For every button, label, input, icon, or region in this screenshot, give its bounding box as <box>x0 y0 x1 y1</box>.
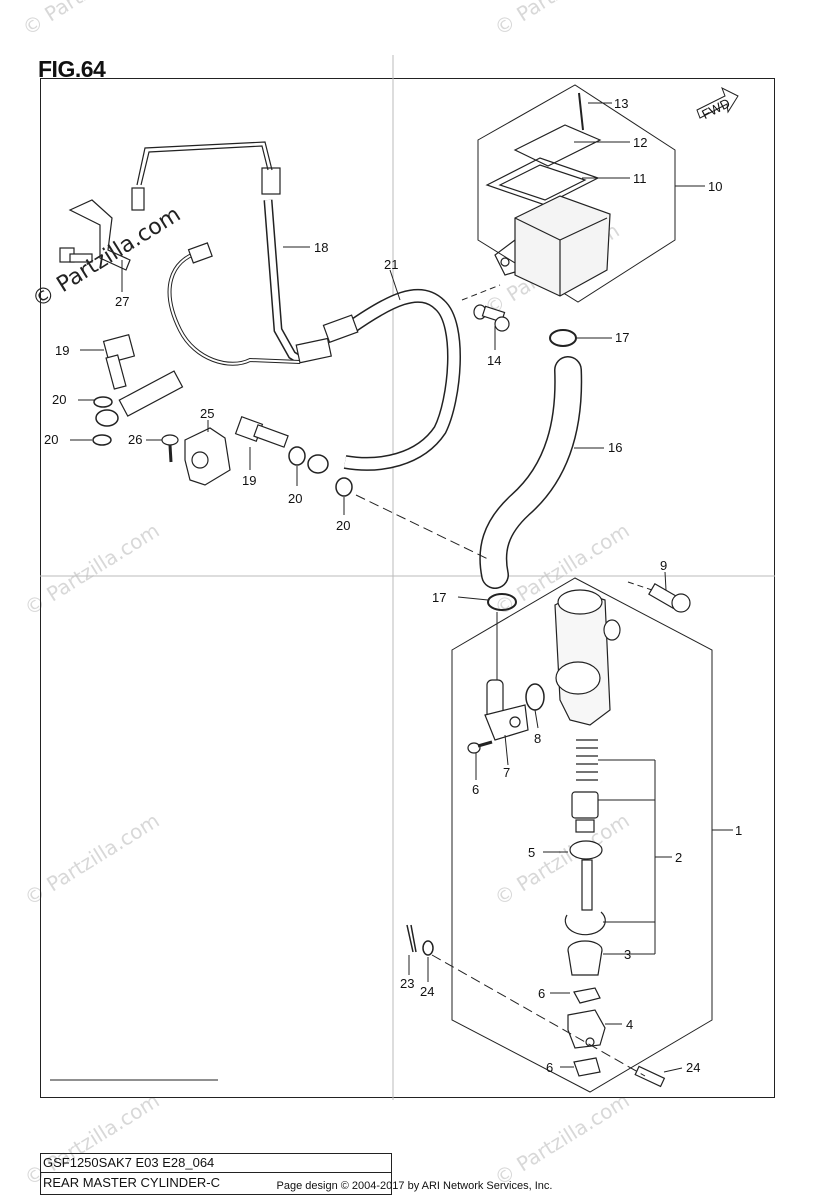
reservoir-tab-hole <box>500 257 510 267</box>
callout-7: 7 <box>503 765 510 780</box>
callout-9: 6 <box>472 782 479 797</box>
assembly-name: REAR MASTER CYLINDER-C <box>43 1175 220 1190</box>
reservoir-parts <box>485 92 611 297</box>
dash-line <box>461 284 501 301</box>
callout-5: 5 <box>528 845 535 860</box>
washer-20-right <box>335 477 353 497</box>
cap-13 <box>513 124 602 167</box>
fwd-arrow-badge: FWD <box>696 86 739 122</box>
o-ring-8 <box>525 683 545 711</box>
dash-line <box>431 954 646 1077</box>
hose-16-fill <box>480 357 581 588</box>
bolt-9 <box>467 740 493 754</box>
callout-10: 9 <box>660 558 667 573</box>
callout-27: 27 <box>115 294 129 309</box>
hose-21-fitting <box>307 454 329 474</box>
callout-4: 4 <box>626 1017 633 1032</box>
callout-3: 3 <box>624 947 631 962</box>
callout-20-b: 20 <box>44 432 58 447</box>
master-cylinder-assembly-outline <box>451 577 713 1093</box>
callout-25: 25 <box>200 406 214 421</box>
clamp-25 <box>184 427 231 486</box>
fwd-label: FWD <box>699 95 732 122</box>
model-code: GSF1250SAK7 E03 E28_064 <box>43 1155 215 1170</box>
clamp-17-lower <box>487 593 517 611</box>
callout-20-c: 20 <box>288 491 302 506</box>
callout-13: 12 <box>633 135 647 150</box>
callout-11: 10 <box>708 179 722 194</box>
callout-21: 21 <box>384 257 398 272</box>
bolt-15 <box>473 304 510 332</box>
callout-26: 26 <box>128 432 142 447</box>
figure-title: FIG.64 <box>38 56 106 82</box>
callout-19-left: 19 <box>55 343 69 358</box>
callout-labels: 13 12 11 10 18 21 27 14 17 19 20 20 26 2… <box>44 96 742 1075</box>
dash-line <box>355 494 491 561</box>
reservoir-assembly-outline <box>477 84 676 303</box>
reservoir-side-edge <box>559 217 608 241</box>
clamp-17-upper <box>549 329 577 347</box>
callout-18: 18 <box>314 240 328 255</box>
pin-22 <box>634 1065 666 1088</box>
callout-20-a: 20 <box>52 392 66 407</box>
inlet-fitting-7 <box>484 679 529 741</box>
fitting-ring <box>95 409 119 427</box>
bolt-10 <box>648 582 691 613</box>
dash-line <box>627 581 653 591</box>
callout-8: 8 <box>534 731 541 746</box>
callout-15: 14 <box>487 353 501 368</box>
callout-1: 1 <box>735 823 742 838</box>
nut-6-lower <box>573 1057 601 1077</box>
reservoir-top-edge <box>514 217 561 241</box>
footer-copyright: Page design © 2004-2017 by ARI Network S… <box>276 1180 553 1192</box>
diagram-frame <box>40 78 775 1098</box>
callout-12: 11 <box>633 171 647 186</box>
model-code-box: GSF1250SAK7 E03 E28_064 <box>40 1153 392 1173</box>
master-cylinder-body <box>554 589 621 726</box>
piston-spring-assembly <box>564 739 606 936</box>
callout-23: 24 <box>420 984 434 999</box>
callout-24: 23 <box>400 976 414 991</box>
callout-17-upper: 17 <box>615 330 629 345</box>
union-bolt-19-center <box>234 416 289 448</box>
cotter-pin-24 <box>406 924 417 953</box>
callout-20-d: 20 <box>336 518 350 533</box>
hose-21-fill <box>344 290 460 470</box>
bolt-26 <box>161 434 179 463</box>
washer-20-center <box>288 446 306 466</box>
leader-lines <box>50 102 733 1081</box>
washer-5 <box>569 840 603 860</box>
washer-23 <box>422 940 434 956</box>
callout-19-center: 19 <box>242 473 256 488</box>
callout-22: 24 <box>686 1060 700 1075</box>
bracket-27 <box>59 199 131 271</box>
washer-20-upper <box>93 396 113 408</box>
nut-6-upper <box>573 987 601 1004</box>
callout-17-lower: 17 <box>432 590 446 605</box>
callout-2: 2 <box>675 850 682 865</box>
callout-6-upper: 6 <box>538 986 545 1001</box>
washer-20-lower <box>92 434 112 446</box>
diaphragm-12-inner <box>498 164 587 201</box>
footer: Page design © 2004-2017 by ARI Network S… <box>0 1180 829 1192</box>
callout-6-lower: 6 <box>546 1060 553 1075</box>
reservoir-tab <box>494 239 516 276</box>
clevis-4 <box>567 1009 606 1049</box>
callout-16: 16 <box>608 440 622 455</box>
brake-pipe-18 <box>131 141 359 366</box>
callout-14: 13 <box>614 96 628 111</box>
reservoir-body <box>514 195 611 297</box>
screw-14 <box>578 92 584 131</box>
hose-end-fitting <box>118 370 184 417</box>
assembly-name-box: REAR MASTER CYLINDER-C <box>40 1173 392 1195</box>
union-bolt-19-left <box>102 334 136 390</box>
boot-3 <box>567 940 603 976</box>
